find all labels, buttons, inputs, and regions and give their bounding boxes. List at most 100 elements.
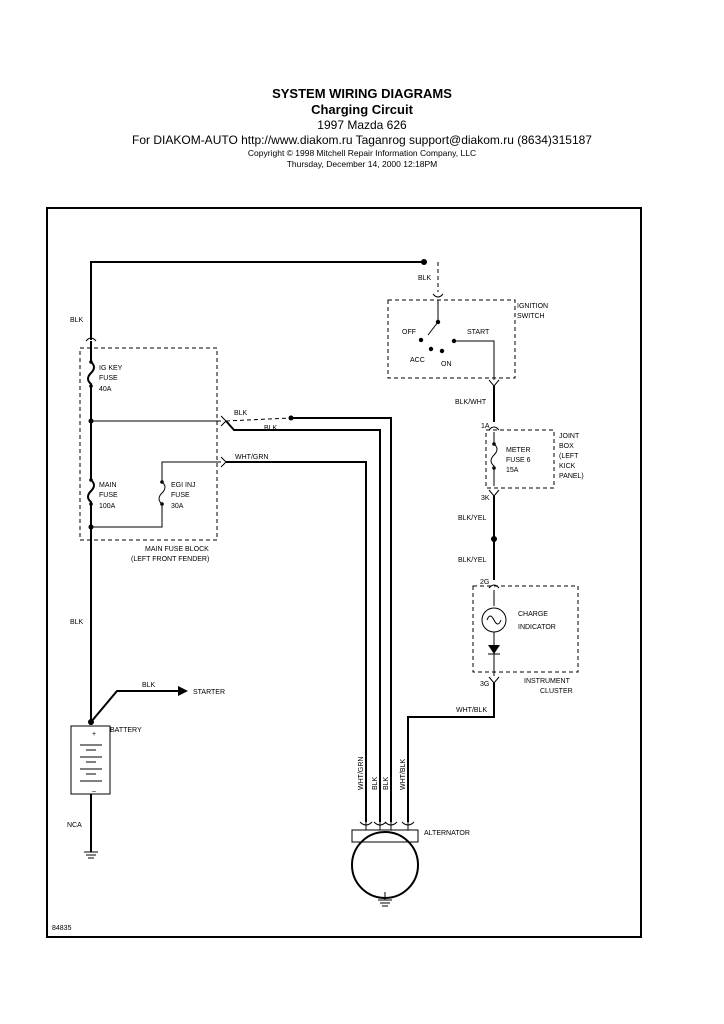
connector-fuse-top [85,337,97,342]
main-fuse-dot-top [89,478,93,482]
charge-indicator-filament [486,615,502,625]
wire-blk-out-2 [225,420,381,822]
fuse-block-label-1: MAIN FUSE BLOCK [145,546,209,553]
meter-fuse-label-3: 15A [506,467,519,474]
connector-joint-top [488,426,500,431]
ignition-lever [427,300,439,336]
charge-label-1: CHARGE [518,611,548,618]
ignition-pivot [435,319,441,325]
source-line: For DIAKOM-AUTO http://www.diakom.ru Tag… [132,133,592,147]
alternator-leads [365,822,409,830]
cluster-pin-2g: 2G [480,579,489,586]
meter-fuse-label-1: METER [506,447,531,454]
page-subtitle: Charging Circuit [311,102,413,117]
meter-fuse-symbol [490,432,498,486]
joint-label-2: BOX [559,443,574,450]
starter-label: STARTER [193,689,225,696]
fuse-block-label-2: (LEFT FRONT FENDER) [131,556,209,563]
instrument-cluster-box [472,585,579,673]
joint-label-4: KICK [559,463,576,470]
joint-label-5: PANEL) [559,473,584,480]
connector-blk-out [220,415,227,427]
label-alt-wht-blk: WHT/BLK [400,759,407,790]
ground-icon-battery [84,851,98,859]
main-fuse-label-2: FUSE [99,492,118,499]
alternator-terminal-block [351,829,419,843]
battery-label: BATTERY [110,727,142,734]
ignition-on-contact [439,348,445,354]
connector-joint-bottom [488,489,500,497]
alternator-label: ALTERNATOR [424,830,470,837]
egi-fuse-dot-top [160,480,164,484]
wire-fuse-main-bus [87,341,95,480]
egi-fuse-label-2: FUSE [171,492,190,499]
ig-key-label-1: IG KEY [99,365,123,372]
label-wht-grn-out: WHT/GRN [235,454,268,461]
meter-fuse-label-2: FUSE 6 [506,457,531,464]
label-wht-blk: WHT/BLK [456,707,487,714]
ignition-off-contact [418,337,424,343]
egi-fuse-dot-bottom [160,502,164,506]
main-fuse-block [79,347,218,541]
joint-label-3: (LEFT [559,453,579,460]
joint-pin-3k: 3K [481,495,490,502]
diagram-frame [46,207,642,938]
label-blk-top: BLK [418,275,432,282]
splice-top [421,259,427,265]
egi-fuse-label-3: 30A [171,503,184,510]
connector-ign-bottom [488,379,500,387]
main-fuse-symbol [87,479,95,540]
connector-cluster-bottom [488,676,500,684]
battery-cells [80,744,102,782]
battery-box [70,725,111,795]
starter-arrow [178,686,188,696]
label-blk-yel-2: BLK/YEL [458,557,487,564]
egi-fuse-label-1: EGI INJ [171,482,196,489]
diode-symbol [488,645,500,654]
label-blk-yel-1: BLK/YEL [458,515,487,522]
splice-fuse-527 [88,524,94,530]
battery-plus: + [92,731,96,738]
wire-starter [90,690,180,723]
main-fuse-label-3: 100A [99,503,116,510]
page-title: SYSTEM WIRING DIAGRAMS [272,86,452,101]
battery-minus: – [92,788,96,795]
ignition-label-2: SWITCH [517,313,545,320]
wire-wht-grn-out [226,461,367,822]
label-blk-wht: BLK/WHT [455,399,487,406]
diagram-header: SYSTEM WIRING DIAGRAMS Charging Circuit … [0,86,724,170]
label-blk-out-1: BLK [234,410,248,417]
connector-wht-grn-out [220,456,227,468]
ignition-label-1: IGNITION [517,303,548,310]
ignition-off-label: OFF [402,329,416,336]
meter-fuse-dot-bottom [492,466,496,470]
main-fuse-dot-bottom [89,502,93,506]
ig-key-dot-bottom [89,384,93,388]
vehicle-name: 1997 Mazda 626 [317,118,407,132]
ignition-switch-box [387,299,516,379]
alternator-connectors [359,821,415,826]
ignition-acc-contact [428,346,434,352]
cluster-label-2: CLUSTER [540,688,573,695]
ig-key-dot-top [89,360,93,364]
meter-fuse-dot-top [492,442,496,446]
wire-blk-top [90,261,424,340]
cluster-label-1: INSTRUMENT [524,678,571,685]
wire-blk-dash-out [225,417,291,422]
label-blk-starter: BLK [142,682,156,689]
main-fuse-label-1: MAIN [99,482,117,489]
ignition-on-label: ON [441,361,452,368]
label-blk-out-2: BLK [264,425,278,432]
joint-label-1: JOINT [559,433,580,440]
egi-fuse-wire [91,461,221,528]
ig-key-label-3: 40A [99,386,112,393]
ignition-start-label: START [467,329,490,336]
label-alt-blk-2: BLK [383,776,390,790]
ignition-start-wire [454,340,495,380]
wire-wht-blk [407,683,495,822]
ground-icon-alternator [378,892,392,907]
connector-cluster-top [488,584,500,589]
connector-ign-top [432,293,444,298]
joint-pin-1a: 1A [481,423,490,430]
